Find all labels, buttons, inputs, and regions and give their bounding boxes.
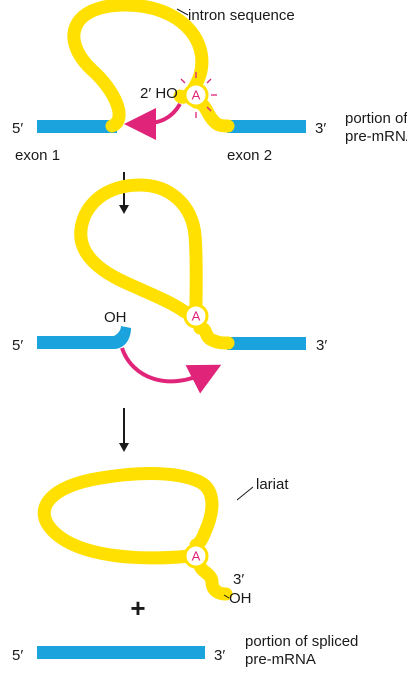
two-prime-ho-label: 2′ HO	[140, 85, 178, 102]
nucleophilic-attack-arrow	[124, 102, 182, 140]
exon-1-cut	[37, 326, 131, 349]
spliced-pre-mrna-label: pre-mRNA	[245, 651, 316, 668]
three-prime-label-1: 3′	[315, 120, 326, 137]
step-arrow-2	[119, 408, 129, 452]
exon-1-label: exon 1	[15, 147, 60, 164]
adenine-label: A	[192, 88, 201, 103]
plus-sign: +	[130, 593, 145, 623]
spliced-mrna-bar	[37, 646, 205, 659]
intron-sequence-label: intron sequence	[188, 7, 295, 24]
lariat-tail	[193, 559, 233, 601]
stage-3-products: A lariat 3′ OH + 5′ 3′ portion of splice…	[12, 467, 358, 668]
portion-of-spliced-label: portion of spliced	[245, 633, 358, 650]
exon-2-label: exon 2	[227, 147, 272, 164]
three-prime-label-2: 3′	[316, 337, 327, 354]
exon-2-bar-2	[227, 337, 306, 350]
exon-attack-arrow	[120, 347, 222, 394]
oh-label-2: OH	[104, 309, 127, 326]
stage-2-intermediate: A OH 5′ 3′	[12, 178, 327, 394]
five-prime-label-3: 5′	[12, 647, 23, 664]
adenine-label-2: A	[192, 309, 201, 324]
adenine-label-3: A	[192, 549, 201, 564]
three-prime-label-4: 3′	[214, 647, 225, 664]
exon-1-bar	[37, 120, 117, 133]
stage-1-pre-mrna: A intron sequence 2′ HO 5′ 3′ exon 1 exo…	[12, 0, 407, 164]
branch-point-adenine: A	[180, 72, 217, 118]
pre-mrna-label: pre-mRNA	[345, 128, 407, 145]
five-prime-label-2: 5′	[12, 337, 23, 354]
three-prime-label-3: 3′	[233, 571, 244, 588]
portion-of-label: portion of	[345, 110, 407, 127]
intron-loop	[67, 0, 209, 133]
oh-label-3: OH	[229, 590, 252, 607]
lariat-label: lariat	[256, 476, 289, 493]
intron-tail-2	[193, 321, 235, 350]
five-prime-label-1: 5′	[12, 120, 23, 137]
lariat-loop	[37, 467, 219, 565]
intron-loop-2	[74, 178, 203, 319]
exon-2-bar	[227, 120, 306, 133]
